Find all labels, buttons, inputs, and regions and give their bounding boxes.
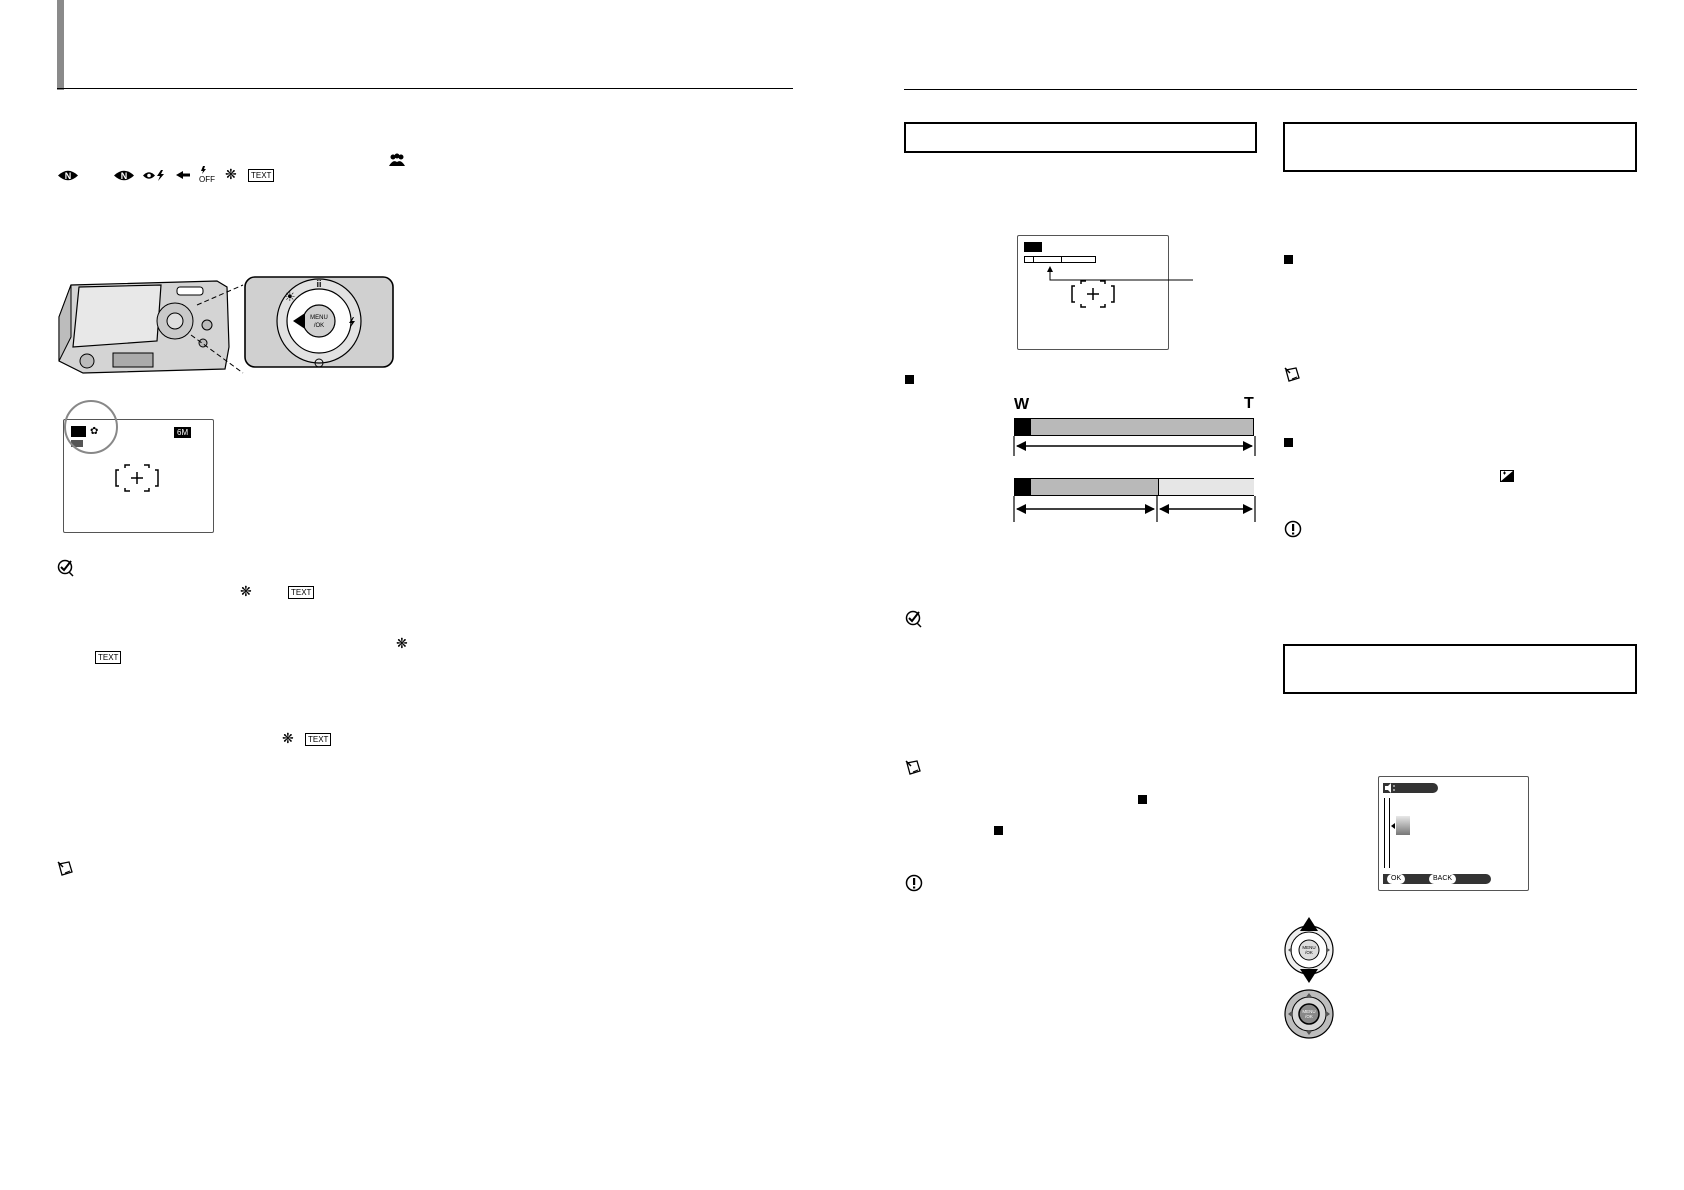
svg-text:MENU: MENU <box>1302 1009 1315 1014</box>
flower-icon: ❋ <box>282 730 294 746</box>
flower-icon: ❋ <box>396 635 408 651</box>
red-eye-flash-icon <box>143 170 164 181</box>
zoom-bar-callout <box>1047 266 1193 281</box>
lcd-ok-label: OK <box>1387 874 1406 884</box>
check-icon <box>905 610 922 628</box>
svg-text:/OK: /OK <box>1305 1014 1313 1019</box>
svg-text:N: N <box>121 171 128 181</box>
zoom-bar-indicator <box>1015 419 1031 435</box>
flower-icon: ❋ <box>240 583 252 599</box>
svg-text:N: N <box>65 171 72 181</box>
control-pad-updown-icon: MENU /OK <box>1284 917 1334 983</box>
control-pad-ok-icon: MENU /OK <box>1284 989 1334 1039</box>
lcd-header-bar <box>1383 783 1438 793</box>
zoom-range-arrow-split <box>1013 496 1256 522</box>
settings-lcd-screen: OK BACK <box>1378 776 1529 891</box>
svg-text:ⅲ: ⅲ <box>316 279 322 289</box>
bullet-square <box>1284 438 1293 447</box>
lcd-level-scale <box>1384 798 1390 868</box>
text-icon: TEXT <box>305 733 332 746</box>
bullet-square <box>1138 795 1147 804</box>
svg-text:OFF: OFF <box>199 175 215 184</box>
memo-icon <box>1284 367 1300 382</box>
exposure-comp-icon <box>1500 470 1514 482</box>
camera-illustration: MENU /OK ⅲ ☀ <box>58 276 394 374</box>
lcd-highlight-circle <box>64 400 118 454</box>
zoom-wide-label: W <box>1014 396 1030 413</box>
lcd-badge: 6M <box>174 427 192 438</box>
zoom-range-arrow-full <box>1013 436 1256 456</box>
zoom-bar-split <box>1014 478 1254 496</box>
svg-text:/OK: /OK <box>1305 950 1313 955</box>
zoom-lcd-screen <box>1017 235 1169 350</box>
svg-text:MENU: MENU <box>1302 945 1315 950</box>
svg-text:☀: ☀ <box>284 289 296 304</box>
text-icon: TEXT <box>95 651 122 664</box>
speaker-icon <box>1385 783 1395 793</box>
af-frame-icon <box>115 464 159 492</box>
svg-text:/OK: /OK <box>314 323 324 329</box>
check-icon <box>57 559 74 577</box>
section-heading-box-bottom-right <box>1283 644 1637 694</box>
lcd-back-label: BACK <box>1429 874 1457 884</box>
zoom-bar-digital-segment <box>1158 479 1254 495</box>
bullet-square <box>905 375 914 384</box>
zoom-bar-full <box>1014 418 1254 436</box>
bullet-square <box>1284 255 1293 264</box>
flower-icon: ❋ <box>225 166 237 182</box>
slow-sync-icon <box>176 171 190 179</box>
flash-off-icon: OFF <box>199 166 215 184</box>
caution-icon <box>905 874 923 892</box>
bullet-square <box>994 826 1003 835</box>
N-eye-icon: N <box>58 170 78 181</box>
N-eye-icon: N <box>114 170 134 181</box>
lcd-level-pointer <box>1391 823 1395 829</box>
lcd-level-swatch <box>1396 816 1410 835</box>
text-icon: TEXT <box>248 169 275 182</box>
section-heading-box-top-right <box>1283 122 1637 172</box>
zoom-tele-label: T <box>1244 395 1254 412</box>
right-page-title-rule <box>904 89 1637 90</box>
lcd-zoom-bar <box>1024 256 1096 263</box>
af-frame-icon <box>1071 280 1115 308</box>
svg-text:MENU: MENU <box>310 315 328 321</box>
lcd-mode-block <box>1024 242 1042 252</box>
memo-icon <box>57 861 73 876</box>
text-icon: TEXT <box>288 586 315 599</box>
section-heading-box-digital-zoom <box>904 122 1257 153</box>
left-page-title-rule <box>57 88 793 89</box>
caution-icon <box>1284 520 1302 538</box>
zoom-bar-indicator <box>1015 479 1031 495</box>
memo-icon <box>905 760 921 775</box>
left-margin-bar <box>57 0 64 90</box>
